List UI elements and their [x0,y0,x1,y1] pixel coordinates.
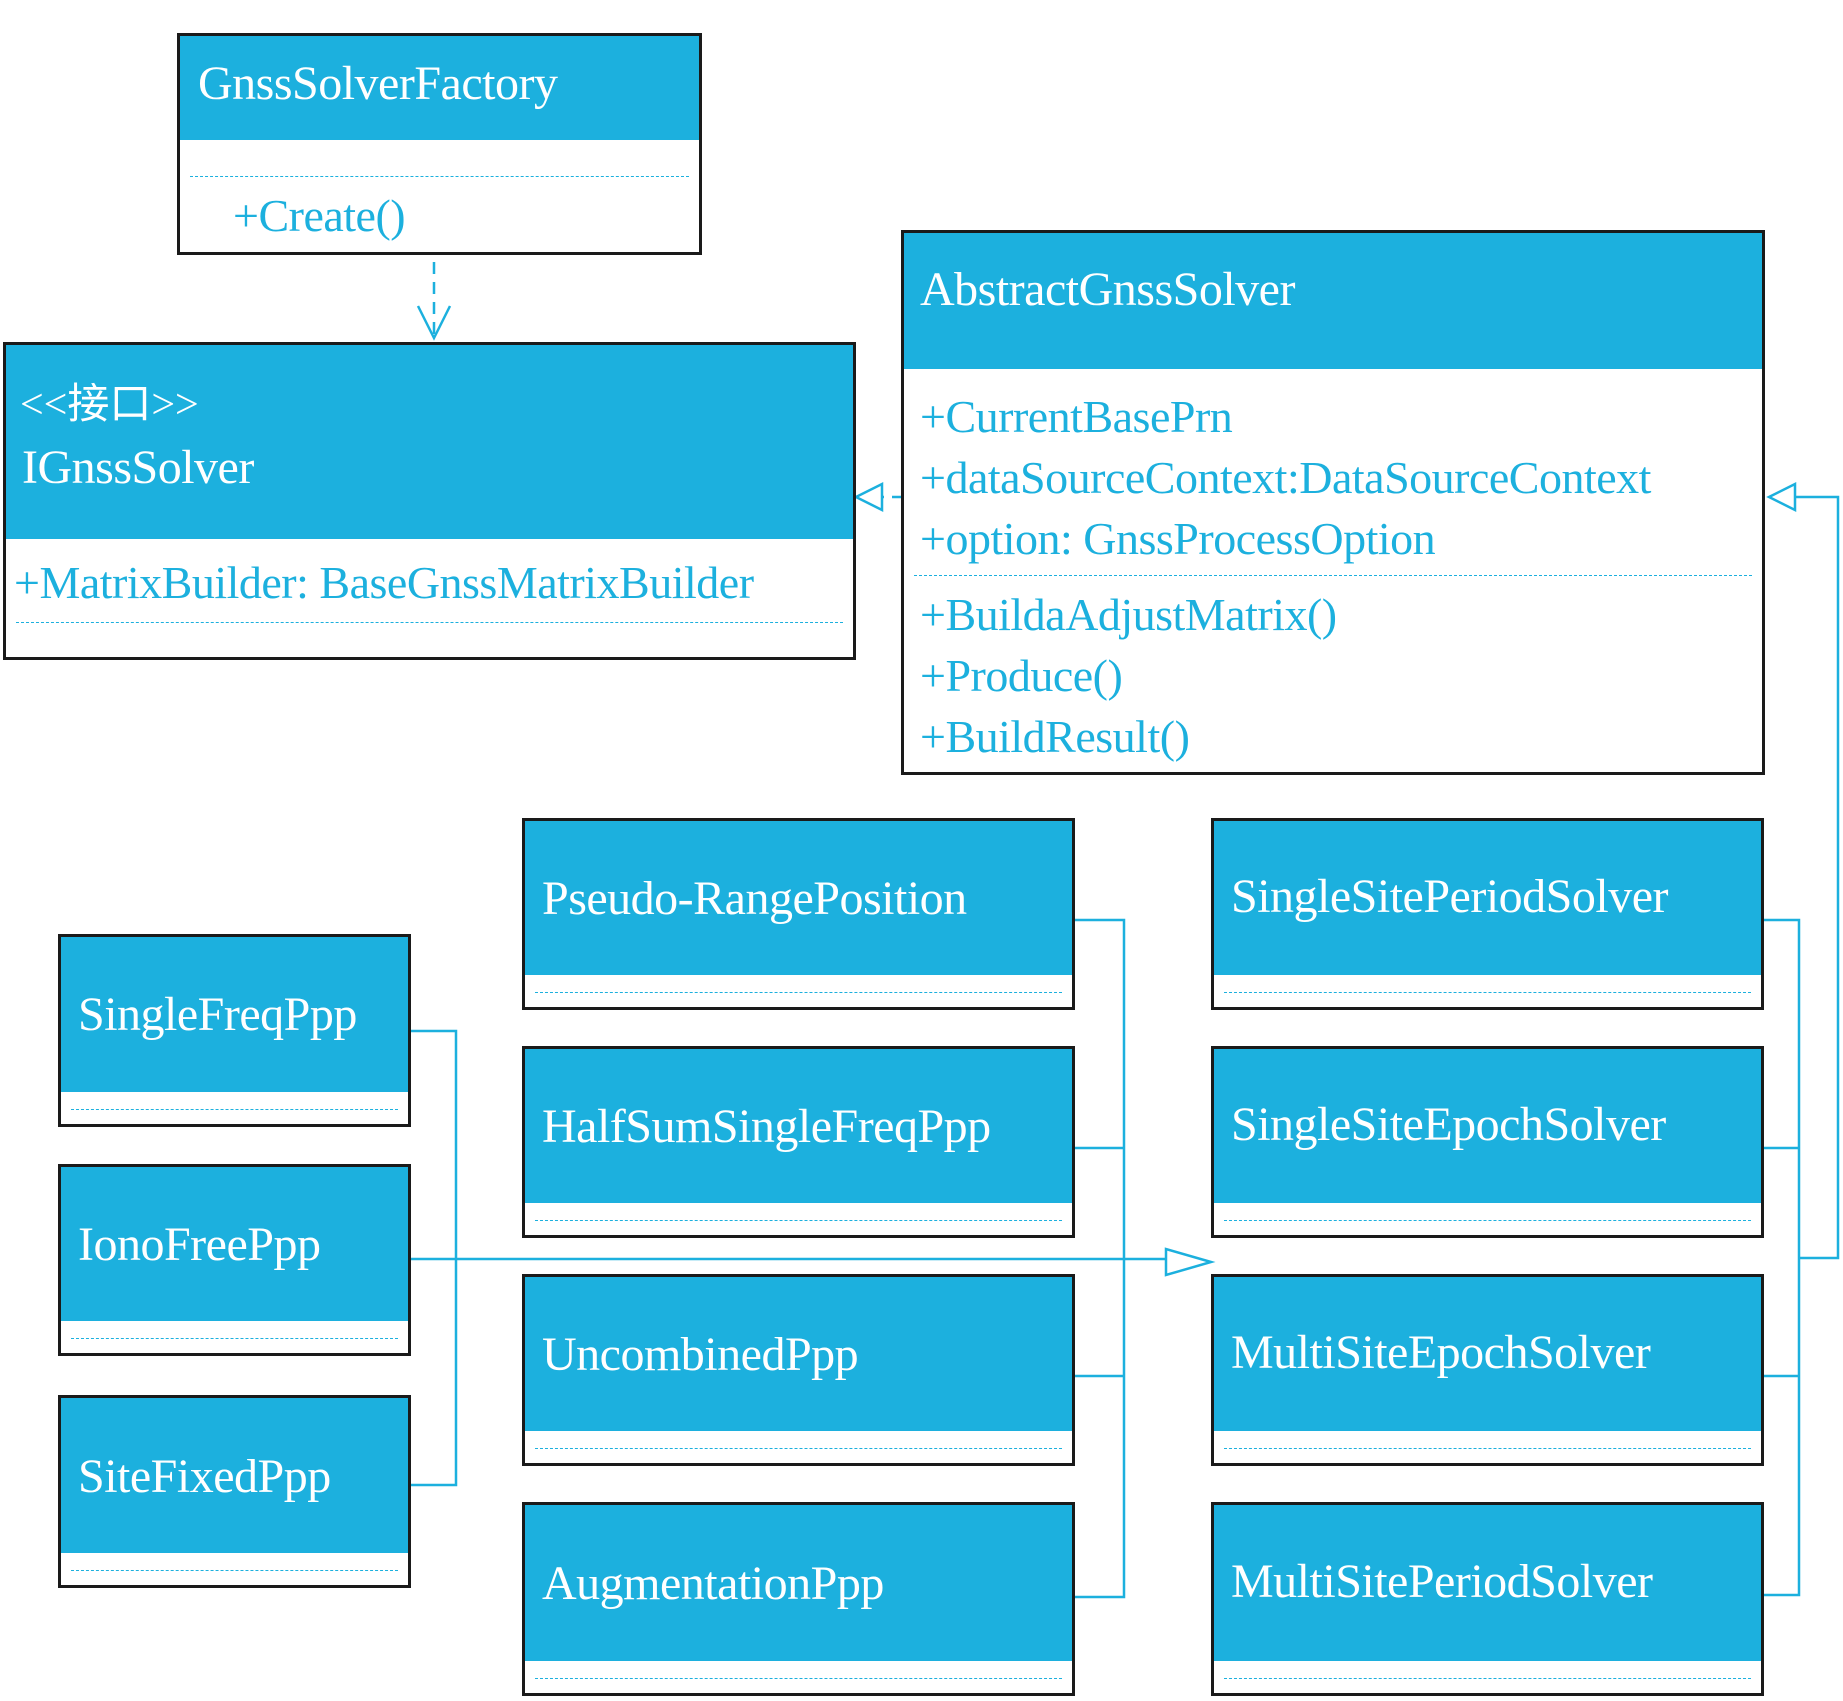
abstract-attribute-2: +dataSourceContext:DataSourceContext [920,452,1651,503]
class-name: SingleSiteEpochSolver [1231,1098,1666,1151]
abstract-method-3: +BuildResult() [920,711,1190,762]
class-name: SingleSitePeriodSolver [1231,870,1668,923]
interface-attribute-matrixbuilder: +MatrixBuilder: BaseGnssMatrixBuilder [14,557,754,608]
class-halfsumsinglefreqppp[interactable]: HalfSumSingleFreqPpp [522,1046,1075,1238]
class-ionofreeppp[interactable]: IonoFreePpp [58,1164,411,1356]
interface-class-name: IGnssSolver [22,441,254,494]
abstract-class[interactable]: AbstractGnssSolver +CurrentBasePrn +data… [901,230,1765,775]
class-pseudorangeposition[interactable]: Pseudo-RangePosition [522,818,1075,1010]
class-singlefreqppp[interactable]: SingleFreqPpp [58,934,411,1127]
class-sitefixedppp[interactable]: SiteFixedPpp [58,1395,411,1588]
abstract-class-name: AbstractGnssSolver [920,263,1295,316]
class-multisiteperiodsolver[interactable]: MultiSitePeriodSolver [1211,1502,1764,1696]
class-name: HalfSumSingleFreqPpp [542,1100,991,1153]
class-name: Pseudo-RangePosition [542,872,967,925]
class-singlesiteepochsolver[interactable]: SingleSiteEpochSolver [1211,1046,1764,1238]
site-to-abstract-line [1795,495,1840,1260]
generalization-arrowhead-abstract [1766,481,1797,513]
factory-method-create: +Create() [233,190,406,241]
class-name: SiteFixedPpp [78,1450,331,1503]
factory-class[interactable]: GnssSolverFactory +Create() [177,33,702,255]
interface-stereotype: <<接口>> [20,382,199,428]
interface-class[interactable]: <<接口>> IGnssSolver +MatrixBuilder: BaseG… [3,342,856,660]
class-name: MultiSiteEpochSolver [1231,1326,1651,1379]
class-name: SingleFreqPpp [78,988,357,1041]
abstract-attribute-3: +option: GnssProcessOption [920,513,1436,564]
class-name: AugmentationPpp [542,1557,884,1610]
class-augmentationppp[interactable]: AugmentationPpp [522,1502,1075,1696]
dependency-arrowhead [416,305,452,341]
abstract-attribute-1: +CurrentBasePrn [920,391,1233,442]
realization-arrowhead [853,481,884,513]
class-name: UncombinedPpp [542,1328,859,1381]
factory-class-name: GnssSolverFactory [198,57,558,110]
class-uncombinedppp[interactable]: UncombinedPpp [522,1274,1075,1466]
class-multisiteepochsolver[interactable]: MultiSiteEpochSolver [1211,1274,1764,1466]
site-bus-line [1761,918,1801,1597]
class-singlesiteperiodsolver[interactable]: SingleSitePeriodSolver [1211,818,1764,1010]
abstract-method-1: +BuildaAdjustMatrix() [920,589,1337,640]
abstract-method-2: +Produce() [920,650,1123,701]
generalization-arrowhead-sites [1164,1247,1216,1277]
class-name: IonoFreePpp [78,1218,321,1271]
class-name: MultiSitePeriodSolver [1231,1555,1653,1608]
